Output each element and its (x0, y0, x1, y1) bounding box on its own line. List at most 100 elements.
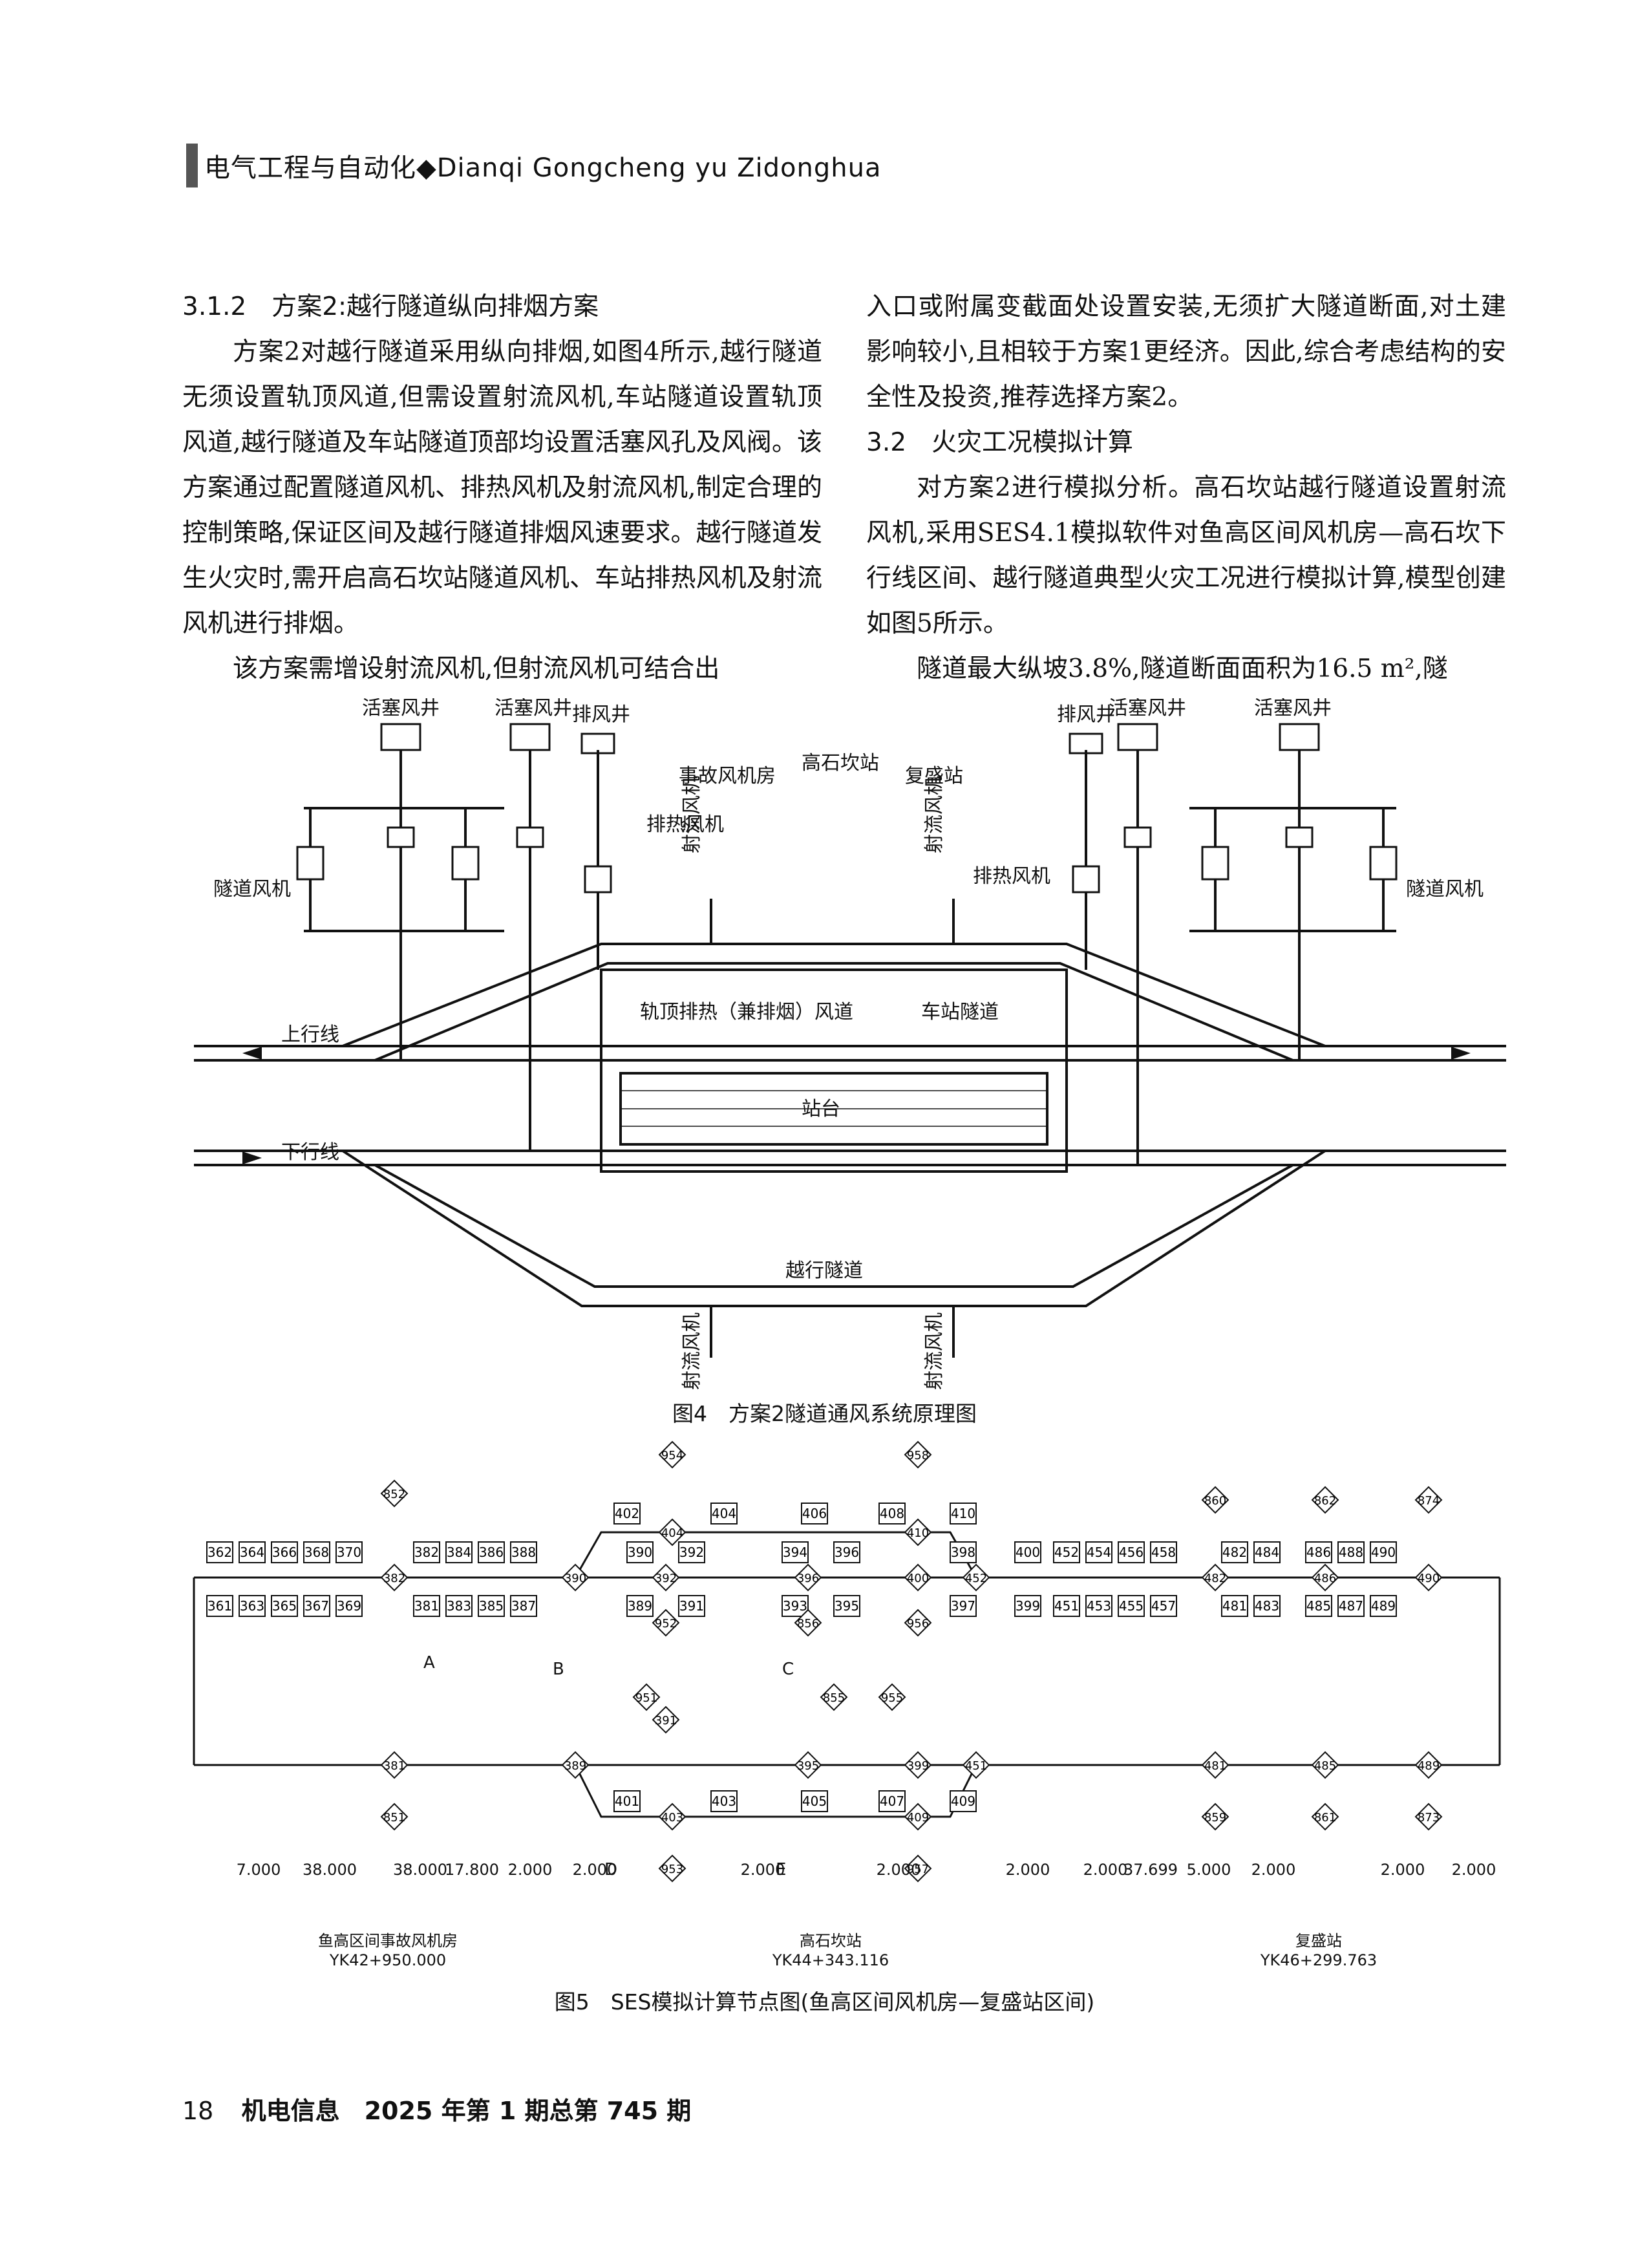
station-name: 高石坎站 (800, 1932, 862, 1950)
node-label: 403 (661, 1811, 683, 1824)
section-label: 390 (628, 1545, 652, 1560)
section-label: 487 (1339, 1598, 1363, 1614)
node-label: 953 (661, 1863, 683, 1876)
node-label: 392 (655, 1572, 677, 1585)
node-label: 958 (907, 1449, 929, 1462)
node-marker (658, 1440, 686, 1469)
section-box (1370, 1541, 1397, 1563)
issue-info: 机电信息 2025 年第 1 期总第 745 期 (241, 2097, 692, 2125)
section-box (626, 1595, 654, 1617)
label-track-duct: 轨顶排热（兼排烟）风道 (640, 1001, 853, 1023)
section-box (710, 1503, 738, 1524)
station-chainage: YK46+299.763 (1260, 1951, 1377, 1969)
section-box (206, 1595, 233, 1617)
node-label: 951 (635, 1691, 657, 1705)
node-marker (1414, 1563, 1443, 1592)
section-label: 410 (951, 1506, 975, 1521)
train-label: E (776, 1860, 786, 1879)
section-box (1370, 1595, 1397, 1617)
node-label: 873 (1418, 1811, 1440, 1824)
node-marker (904, 1803, 932, 1831)
running-header: 电气工程与自动化◆Dianqi Gongcheng yu Zidonghua (186, 144, 881, 187)
node-marker (904, 1563, 932, 1592)
label-piston-shaft: 活塞风井 (1109, 698, 1186, 720)
section-label: 456 (1119, 1545, 1144, 1560)
section-box (1118, 1595, 1145, 1617)
node-marker (658, 1518, 686, 1546)
grade-label: 38.000 (393, 1861, 447, 1879)
grade-label: 2.000 (1083, 1861, 1128, 1879)
label-piston-shaft: 活塞风井 (362, 698, 440, 720)
train-label: C (782, 1660, 794, 1679)
label-accident-fan-room: 事故风机房 (679, 765, 776, 787)
node-marker (962, 1751, 990, 1779)
node-label: 382 (383, 1572, 405, 1585)
section-label: 406 (802, 1506, 827, 1521)
label-up-line: 上行线 (281, 1023, 339, 1046)
section-box (1118, 1541, 1145, 1563)
node-marker (1311, 1751, 1339, 1779)
train-label: A (423, 1653, 435, 1673)
node-label: 490 (1418, 1572, 1440, 1585)
node-marker (1414, 1751, 1443, 1779)
journal-title: 电气工程与自动化◆Dianqi Gongcheng yu Zidonghua (204, 153, 882, 183)
section-label: 401 (615, 1793, 639, 1809)
section-box (878, 1790, 906, 1812)
section-box (239, 1541, 266, 1563)
section-label: 403 (712, 1793, 736, 1809)
section-box (710, 1790, 738, 1812)
section-label: 408 (880, 1506, 904, 1521)
section-label: 381 (414, 1598, 439, 1614)
grade-label: 7.000 (237, 1861, 281, 1879)
label-heat-fan: 排热风机 (646, 813, 724, 836)
grade-label: 2.000 (1381, 1861, 1425, 1879)
section-label: 365 (272, 1598, 297, 1614)
node-marker (652, 1609, 680, 1637)
node-marker (1201, 1751, 1229, 1779)
label-overtake-tunnel: 越行隧道 (785, 1259, 863, 1282)
section-box (335, 1595, 363, 1617)
section-box (510, 1541, 537, 1563)
node-marker (794, 1563, 822, 1592)
section-box (1150, 1541, 1177, 1563)
section-box (613, 1790, 641, 1812)
section-box (303, 1541, 330, 1563)
section-label: 383 (447, 1598, 471, 1614)
node-marker (1311, 1486, 1339, 1514)
section-label: 489 (1371, 1598, 1396, 1614)
section-label: 393 (783, 1598, 807, 1614)
node-label: 952 (655, 1617, 677, 1631)
node-label: 485 (1314, 1759, 1336, 1773)
grade-label: 38.000 (303, 1861, 357, 1879)
section-box (206, 1541, 233, 1563)
section-box (271, 1541, 298, 1563)
section-label: 484 (1255, 1545, 1279, 1560)
section-label: 486 (1306, 1545, 1331, 1560)
node-marker (1414, 1486, 1443, 1514)
label-piston-shaft: 活塞风井 (1254, 698, 1332, 720)
figure-4-caption: 图4 方案2隧道通风系统原理图 (672, 1401, 977, 1426)
header-bar (186, 144, 198, 187)
label-down-line: 下行线 (281, 1141, 339, 1164)
section-label: 481 (1222, 1598, 1247, 1614)
node-label: 381 (383, 1759, 405, 1773)
node-label: 395 (797, 1759, 819, 1773)
label-next-station: 复盛站 (905, 765, 963, 787)
node-label: 390 (564, 1572, 586, 1585)
section-box (678, 1541, 705, 1563)
right-column: 入口或附属变截面处设置安装,无须扩大隧道断面,对土建影响较小,且相较于方案1更经… (866, 284, 1506, 692)
node-marker (904, 1609, 932, 1637)
node-marker (820, 1683, 848, 1711)
section-box (1014, 1541, 1041, 1563)
section-box (271, 1595, 298, 1617)
node-label: 481 (1204, 1759, 1226, 1773)
section-label: 404 (712, 1506, 736, 1521)
node-marker (878, 1683, 906, 1711)
node-label: 859 (1204, 1811, 1226, 1824)
section-box (1221, 1595, 1248, 1617)
node-label: 389 (564, 1759, 586, 1773)
section-label: 457 (1151, 1598, 1176, 1614)
section-label: 396 (835, 1545, 859, 1560)
node-label: 410 (907, 1526, 929, 1540)
